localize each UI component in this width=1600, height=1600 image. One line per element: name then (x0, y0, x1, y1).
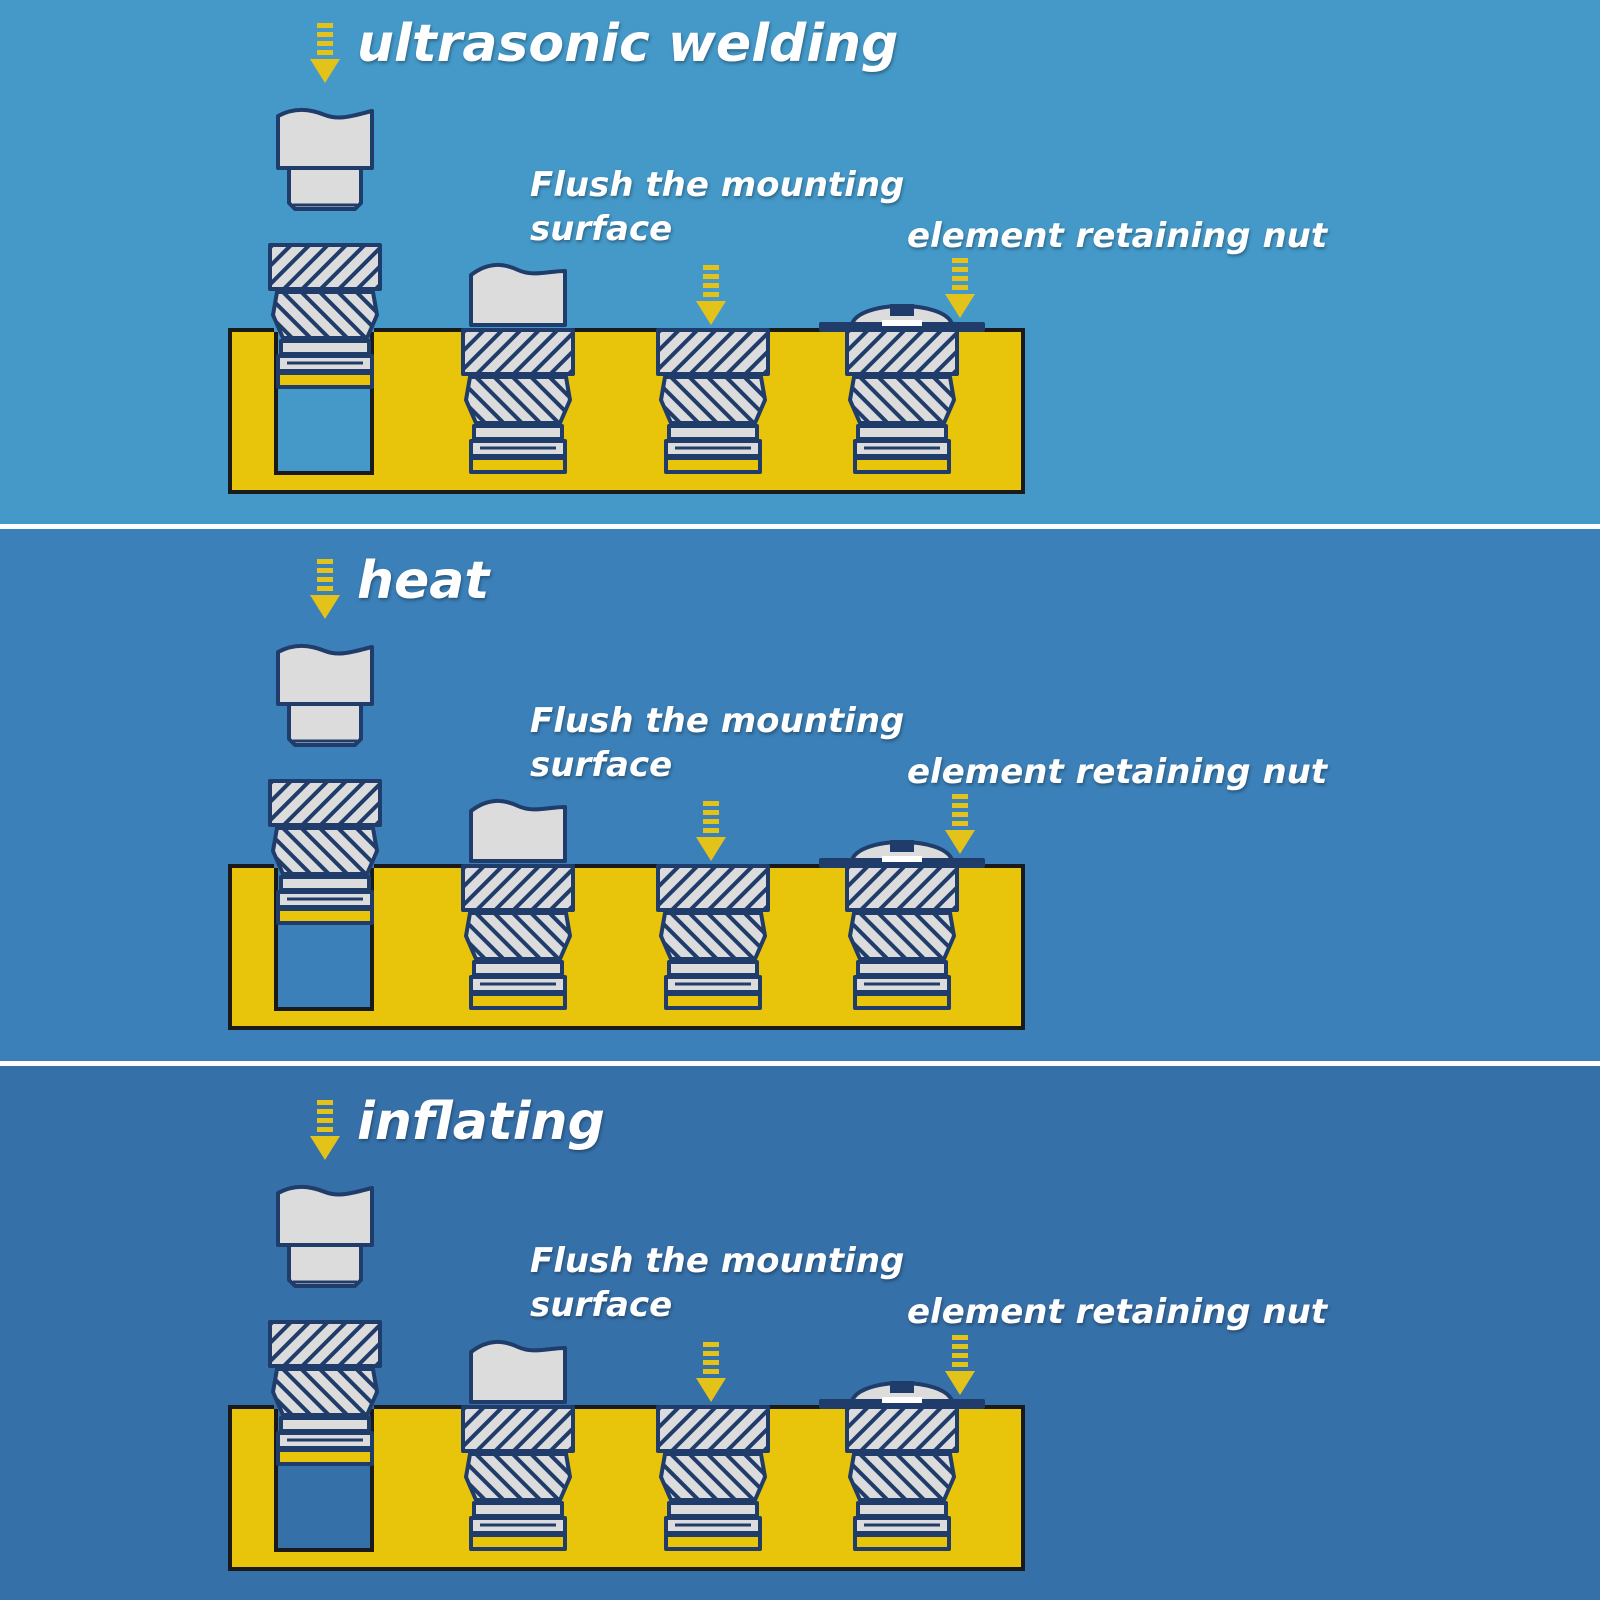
panel-heat: heat Flush the mounting surface element … (0, 529, 1600, 1063)
panel-divider (0, 524, 1600, 529)
panel-divider (0, 1061, 1600, 1066)
element-retaining-nut-label: element retaining nut (907, 752, 1328, 792)
panel-title: inflating (357, 1092, 605, 1152)
element-retaining-nut-label: element retaining nut (907, 216, 1328, 256)
panel-title: ultrasonic welding (357, 14, 899, 74)
element-retaining-nut-label: element retaining nut (907, 1292, 1328, 1332)
panel-title: heat (357, 551, 490, 611)
flush-mounting-surface-label: Flush the mounting surface (530, 1241, 905, 1325)
insert-installation-steps (230, 23, 1023, 492)
insert-installation-steps (230, 559, 1023, 1028)
panel-ultrasonic-welding: ultrasonic welding Flush the mounting su… (0, 0, 1600, 526)
flush-mounting-surface-label: Flush the mounting surface (530, 165, 905, 249)
insertion-diagram (0, 536, 1600, 1063)
insert-installation-steps (230, 1100, 1023, 1569)
insertion-diagram (0, 0, 1600, 526)
flush-mounting-surface-label: Flush the mounting surface (530, 701, 905, 785)
insertion-diagram (0, 1077, 1600, 1600)
panel-inflating: inflating Flush the mounting surface ele… (0, 1066, 1600, 1600)
